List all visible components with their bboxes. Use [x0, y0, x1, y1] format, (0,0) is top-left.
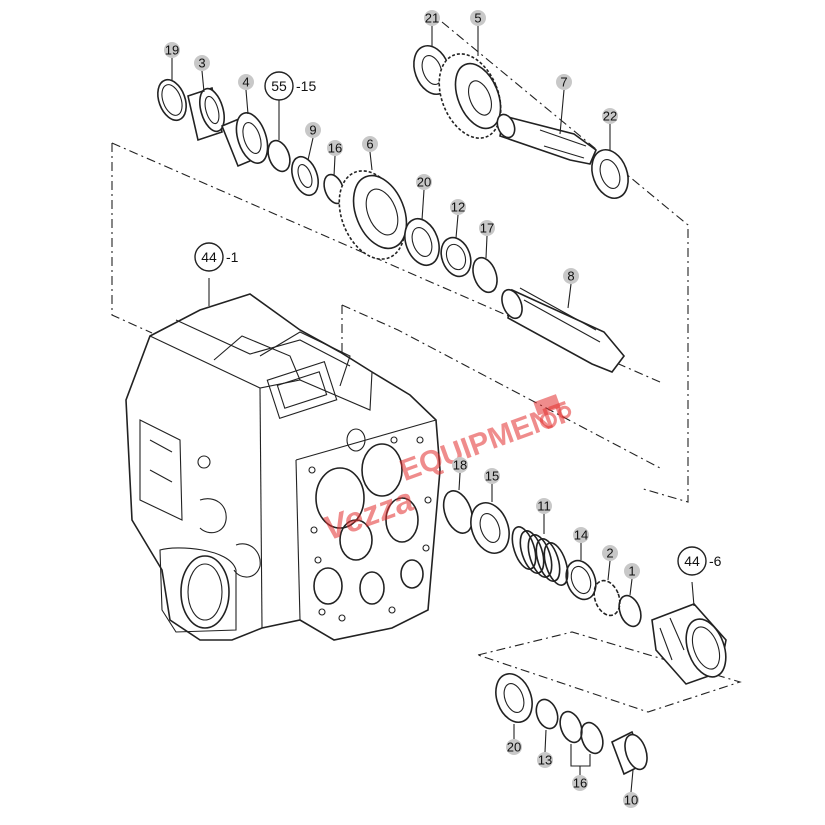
callout-badge [506, 739, 522, 755]
callout-number: 3 [198, 56, 205, 71]
callout-badge [536, 498, 552, 514]
callout-number: 12 [451, 200, 465, 215]
part-callout-8: 8 [563, 268, 579, 284]
callout-number: 15 [485, 469, 499, 484]
callout-number: 11 [537, 499, 551, 514]
callout-badge [623, 792, 639, 808]
callout-badge [327, 140, 343, 156]
reference-number: 44 [201, 249, 217, 265]
part-callout-16: 16 [572, 775, 588, 791]
callout-number: 14 [574, 528, 588, 543]
callout-badge [470, 10, 486, 26]
part-callout-22: 22 [602, 108, 618, 124]
part-callout-10: 10 [623, 792, 639, 808]
transmission-housing [125, 293, 441, 641]
callout-number: 16 [328, 141, 342, 156]
reference-number: 55 [271, 78, 287, 94]
callout-badge [305, 122, 321, 138]
callout-badge [424, 10, 440, 26]
part-callout-4: 4 [238, 74, 254, 90]
callout-number: 2 [606, 546, 613, 561]
callout-badge [238, 74, 254, 90]
part-callout-11: 11 [536, 498, 552, 514]
part-callout-18: 18 [452, 457, 468, 473]
callout-number: 17 [480, 221, 494, 236]
reference-circle [264, 71, 294, 101]
callout-badge [602, 108, 618, 124]
callout-number: 8 [567, 269, 574, 284]
part-callout-19: 19 [164, 42, 180, 58]
callout-badge [452, 457, 468, 473]
callout-badge [362, 136, 378, 152]
callout-number: 4 [242, 75, 249, 90]
callout-number: 20 [507, 740, 521, 755]
callout-number: 16 [573, 776, 587, 791]
leader-lines [171, 26, 695, 793]
part-callout-3: 3 [194, 55, 210, 71]
part-callout-1: 1 [624, 563, 640, 579]
part-callout-12: 12 [450, 199, 466, 215]
reference-circles: 55 -15 44 -1 44 -6 [194, 71, 722, 576]
callout-number: 19 [165, 43, 179, 58]
tractor-logo-icon [533, 394, 572, 429]
callout-number: 13 [538, 753, 552, 768]
part-callout-16: 16 [327, 140, 343, 156]
part-callout-21: 21 [424, 10, 440, 26]
callout-number: 6 [366, 137, 373, 152]
assembly-frames [111, 21, 742, 713]
callout-badge [164, 42, 180, 58]
callout-badge [479, 220, 495, 236]
assembly-reference-44-6: 44 -6 [677, 546, 722, 576]
part-callout-9: 9 [305, 122, 321, 138]
reference-circle [194, 242, 224, 272]
part-callout-2: 2 [602, 545, 618, 561]
part-callout-17: 17 [479, 220, 495, 236]
callout-number: 22 [603, 109, 617, 124]
callout-number: 9 [309, 123, 316, 138]
assembly-reference-44-1: 44 -1 [194, 242, 239, 272]
part-callout-13: 13 [537, 752, 553, 768]
callout-badge [450, 199, 466, 215]
lower-clutch-stack [442, 490, 727, 776]
part-callout-5: 5 [470, 10, 486, 26]
callout-number: 20 [417, 175, 431, 190]
part-callout-6: 6 [362, 136, 378, 152]
part-callout-20: 20 [506, 739, 522, 755]
reference-suffix: -6 [709, 553, 722, 569]
part-callout-14: 14 [573, 527, 589, 543]
part-callout-15: 15 [484, 468, 500, 484]
reference-circle [677, 546, 707, 576]
callout-number: 21 [425, 11, 439, 26]
reference-suffix: -1 [226, 249, 239, 265]
reference-number: 44 [684, 553, 700, 569]
reference-suffix: -15 [296, 78, 316, 94]
callout-number: 10 [624, 793, 638, 808]
callout-badge [484, 468, 500, 484]
callout-badge [572, 775, 588, 791]
part-callout-20: 20 [416, 174, 432, 190]
callout-badge [416, 174, 432, 190]
part-callout-7: 7 [556, 74, 572, 90]
callout-badge [573, 527, 589, 543]
clutch-hub [651, 603, 727, 685]
assembly-reference-55-15: 55 -15 [264, 71, 316, 101]
callout-badge [194, 55, 210, 71]
callout-badge [624, 563, 640, 579]
callout-badge [563, 268, 579, 284]
callout-badge [537, 752, 553, 768]
callout-number: 18 [453, 458, 467, 473]
coil-spring [511, 526, 569, 586]
callout-number: 5 [474, 11, 481, 26]
callout-number: 7 [560, 75, 567, 90]
callout-badge [556, 74, 572, 90]
callout-badge [602, 545, 618, 561]
callout-number: 1 [628, 564, 635, 579]
